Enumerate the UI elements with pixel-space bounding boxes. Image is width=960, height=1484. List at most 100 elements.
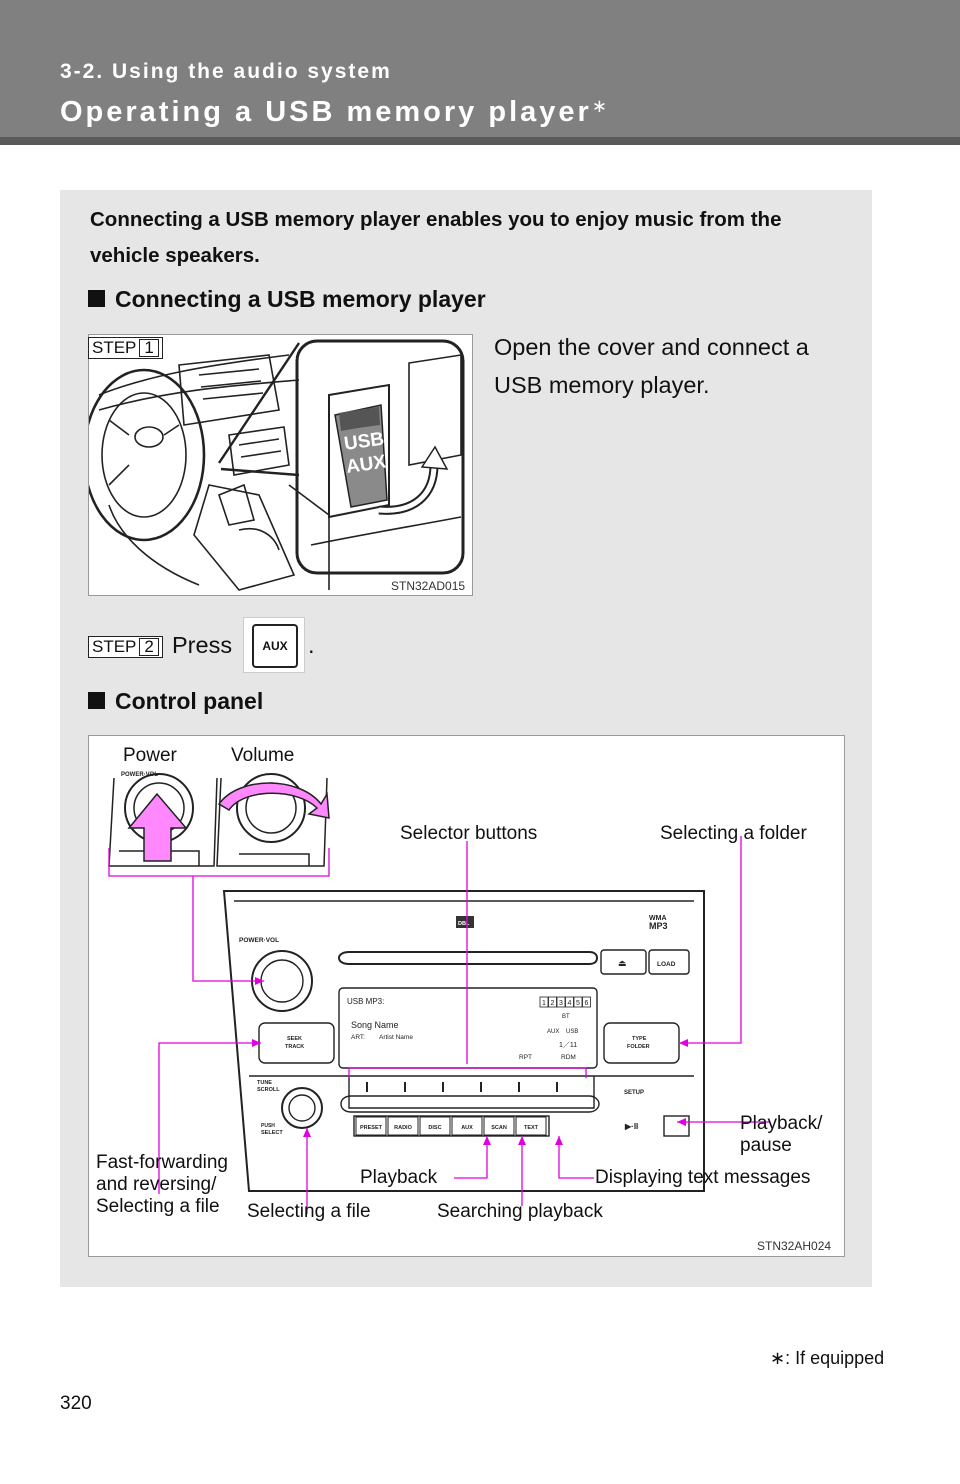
play-pause-icon: ▶·II — [624, 1122, 638, 1131]
text-leader — [558, 1136, 594, 1179]
knob-bracket-leader — [108, 848, 330, 877]
label-playback-pause-2: pause — [740, 1135, 792, 1156]
display-preset-box — [556, 996, 566, 1008]
zoom-power-vol-label: POWER·VOL — [121, 772, 158, 778]
display-bt-tag: BT — [562, 1014, 570, 1020]
figure-code: STN32AD015 — [391, 579, 466, 593]
display-rdm: RDM — [561, 1054, 576, 1061]
label-fast-forwarding-1: Fast-forwarding — [96, 1152, 228, 1173]
display-usb-tag: USB — [566, 1029, 578, 1035]
control-panel-illustration: POWER·VOL — [108, 772, 769, 1214]
unit-button-preset — [355, 1116, 387, 1136]
label-selecting-folder: Selecting a folder — [660, 823, 807, 844]
footnote-text: : If equipped — [785, 1348, 885, 1368]
unit-button-aux — [451, 1116, 483, 1136]
usb-connect-figure: USB AUX STN32AD015 — [82, 334, 473, 596]
control-panel-heading-text: Control panel — [115, 688, 264, 714]
usb-connect-illustration: USB AUX — [82, 339, 465, 591]
mp3-logo: MP3 — [649, 921, 668, 931]
step-1-label: STEP — [92, 338, 137, 357]
seek-label-2: TRACK — [285, 1044, 304, 1050]
control-panel-figure: POWER·VOL — [88, 735, 845, 1257]
step-1-number: 1 — [139, 339, 159, 357]
unit-power-vol-label: POWER·VOL — [239, 937, 279, 944]
preset-button-row — [366, 1082, 558, 1092]
label-searching-playback: Searching playback — [437, 1201, 603, 1222]
label-displaying-text: Displaying text messages — [595, 1167, 811, 1188]
unit-button-text — [515, 1116, 547, 1136]
display-preset-number: 1 — [542, 1000, 546, 1007]
header-rule — [0, 137, 960, 145]
unit-button-label: PRESET — [360, 1125, 383, 1131]
unit-button-label: DISC — [428, 1125, 441, 1131]
folder-leader — [679, 836, 742, 1044]
connect-heading-text: Connecting a USB memory player — [115, 286, 486, 312]
eject-icon: ⏏ — [618, 958, 627, 968]
if-equipped-mark: ∗ — [591, 96, 610, 116]
page-number: 320 — [60, 1393, 92, 1414]
label-playback: Playback — [360, 1167, 438, 1188]
display-preset-number: 5 — [576, 1000, 580, 1007]
dbl-logo: DBL — [458, 921, 470, 927]
section-label: 3-2. Using the audio system — [60, 60, 392, 83]
label-selector-buttons: Selector buttons — [400, 823, 538, 844]
page-header — [0, 0, 960, 145]
aux-button-figure: AUX — [243, 617, 305, 673]
step-2-text: Press — [172, 632, 233, 658]
selector-leader-bracket — [348, 1067, 587, 1078]
load-label: LOAD — [657, 961, 676, 968]
display-preset-box — [539, 996, 549, 1008]
footnote-mark: ∗ — [770, 1348, 786, 1368]
unit-button-label: AUX — [461, 1125, 473, 1131]
step-2-number: 2 — [139, 638, 159, 656]
label-playback-pause: Playback/pause — [740, 1113, 822, 1157]
step-2-label: STEP — [92, 637, 137, 656]
aux-button-label: AUX — [252, 624, 298, 668]
unit-button-disc — [419, 1116, 451, 1136]
bottom-button-row: PRESET RADIO DISC AUX SCAN TEXT — [355, 1116, 547, 1136]
power-vol-leader — [192, 876, 264, 982]
footnote: ∗: If equipped — [770, 1348, 884, 1369]
seek-leader — [158, 1042, 261, 1194]
setup-label: SETUP — [624, 1090, 644, 1096]
playback-leader — [454, 1136, 488, 1179]
label-power: Power — [123, 745, 177, 766]
page-title: Operating a USB memory player∗ — [60, 96, 610, 129]
power-push-arrow-icon — [127, 792, 188, 862]
unit-button-label: TEXT — [524, 1125, 539, 1131]
unit-button-scan — [483, 1116, 515, 1136]
display-preset-number: 2 — [551, 1000, 555, 1007]
type-label-2: FOLDER — [627, 1044, 650, 1050]
step-2-period: . — [308, 632, 315, 658]
label-playback-pause-1: Playback/ — [740, 1113, 823, 1134]
display-track-count: 1／11 — [559, 1041, 577, 1049]
volume-rotate-arrow-icon — [217, 782, 330, 819]
label-fast-forwarding-2: and reversing/ — [96, 1174, 217, 1195]
push-label-1: PUSH — [261, 1123, 275, 1129]
display-preset-box — [573, 996, 583, 1008]
display-preset-box — [565, 996, 574, 1008]
display-preset-number: 4 — [568, 1000, 572, 1007]
unit-button-label: SCAN — [491, 1125, 507, 1131]
push-label-2: SELECT — [261, 1130, 283, 1136]
display-preset-number: 6 — [585, 1000, 589, 1007]
display-song: Song Name — [351, 1020, 399, 1030]
seek-label-1: SEEK — [287, 1036, 302, 1042]
display-preset-number: 3 — [559, 1000, 563, 1007]
display-source: USB MP3: — [347, 997, 384, 1006]
label-fast-forwarding-3: Selecting a file — [96, 1196, 220, 1217]
tune-label-2: SCROLL — [257, 1087, 280, 1093]
display-preset-box — [582, 996, 591, 1008]
label-volume: Volume — [231, 745, 295, 766]
connect-heading: Connecting a USB memory player — [88, 286, 486, 313]
square-bullet-icon — [88, 692, 105, 709]
page-title-text: Operating a USB memory player — [60, 96, 592, 128]
step-1-text: Open the cover and connect a USB memory … — [494, 334, 809, 398]
unit-button-label: RADIO — [394, 1125, 412, 1131]
intro-text: Connecting a USB memory player enables y… — [90, 208, 782, 267]
type-label-1: TYPE — [632, 1036, 647, 1042]
